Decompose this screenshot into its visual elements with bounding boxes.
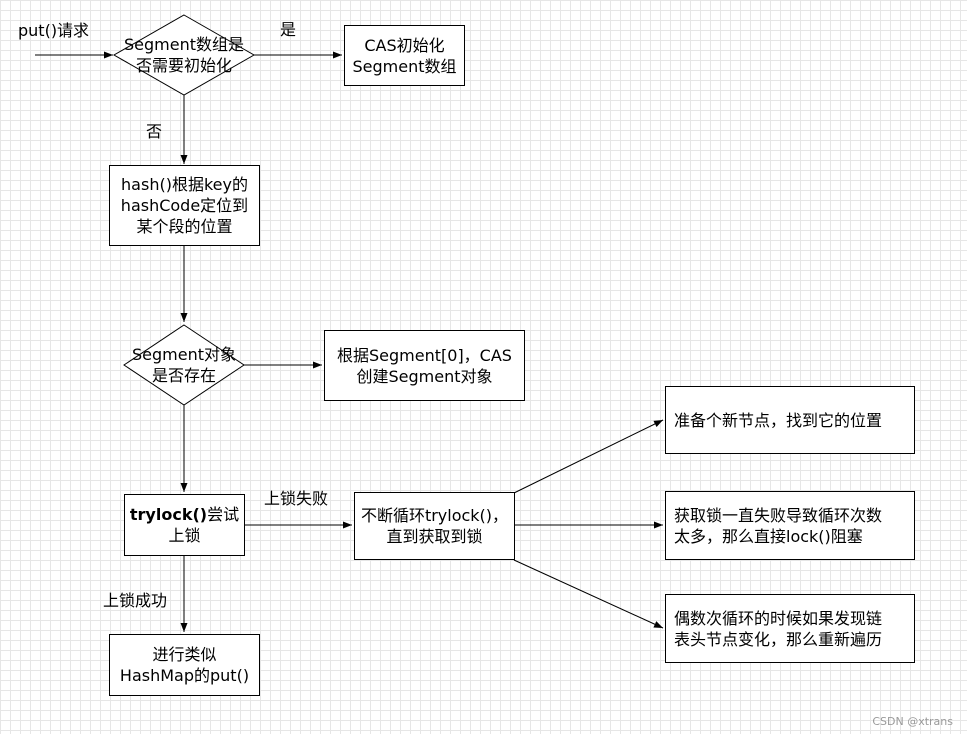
too-many-loops-line1: 获取锁一直失败导致循环次数 [674, 505, 883, 525]
prepare-node-line1: 准备个新节点，找到它的位置 [674, 410, 883, 430]
edge-label-no: 否 [146, 122, 163, 141]
node-loop-trylock[interactable]: 不断循环trylock()， 直到获取到锁 [354, 492, 515, 560]
node-odd-loop[interactable]: 偶数次循环的时候如果发现链 表头节点变化，那么重新遍历 [665, 594, 915, 663]
odd-loop-line2: 表头节点变化，那么重新遍历 [674, 629, 883, 649]
trylock-rest: 尝试 [207, 505, 240, 524]
loop-trylock-line1: 不断循环trylock()， [360, 506, 509, 525]
decision-segment-init-line2: 否需要初始化 [135, 56, 232, 75]
put-like-line1: 进行类似 [152, 645, 217, 664]
node-prepare-node[interactable]: 准备个新节点，找到它的位置 [665, 386, 915, 454]
create-segment-line1: 根据Segment[0]，CAS [337, 345, 512, 365]
decision-segment-exists[interactable]: Segment对象 是否存在 [124, 325, 244, 405]
trylock-bold: trylock() [129, 505, 208, 524]
cas-init-line2: Segment数组 [352, 56, 457, 76]
node-put-like[interactable]: 进行类似 HashMap的put() [109, 634, 260, 696]
node-too-many-loops[interactable]: 获取锁一直失败导致循环次数 太多，那么直接lock()阻塞 [665, 491, 915, 560]
hash-locate-line1: hash()根据key的 [121, 175, 248, 194]
decision-segment-init[interactable]: Segment数组是 否需要初始化 [114, 15, 254, 95]
loop-trylock-line2: 直到获取到锁 [386, 527, 483, 546]
cas-init-line1: CAS初始化 [364, 35, 445, 55]
decision-diamond-segment-init [112, 14, 256, 96]
decision-segment-exists-line1: Segment对象 [131, 345, 236, 364]
hash-locate-line2: hashCode定位到 [120, 196, 249, 215]
put-like-line2: HashMap的put() [119, 666, 250, 685]
edge-label-lock-fail: 上锁失败 [264, 489, 329, 508]
create-segment-line2: 创建Segment对象 [356, 366, 493, 386]
edge-label-lock-success: 上锁成功 [103, 591, 168, 610]
node-hash-locate[interactable]: hash()根据key的 hashCode定位到 某个段的位置 [109, 165, 260, 246]
hash-locate-line3: 某个段的位置 [136, 217, 233, 236]
decision-segment-init-line1: Segment数组是 [123, 35, 244, 54]
edge-loop-to-prepare [513, 419, 664, 494]
edge-label-yes: 是 [280, 20, 297, 39]
node-cas-init[interactable]: CAS初始化 Segment数组 [344, 25, 465, 86]
odd-loop-line1: 偶数次循环的时候如果发现链 [674, 608, 883, 628]
node-create-segment[interactable]: 根据Segment[0]，CAS 创建Segment对象 [324, 330, 525, 401]
edge-loop-to-rescan [513, 559, 664, 629]
node-trylock[interactable]: trylock()尝试 上锁 [124, 494, 245, 556]
decision-diamond-segment-exists [123, 324, 245, 406]
watermark: CSDN @xtrans [872, 715, 953, 728]
start-label: put()请求 [18, 21, 90, 40]
decision-segment-exists-line2: 是否存在 [151, 366, 216, 385]
too-many-loops-line2: 太多，那么直接lock()阻塞 [674, 526, 863, 546]
trylock-line2: 上锁 [168, 526, 201, 545]
